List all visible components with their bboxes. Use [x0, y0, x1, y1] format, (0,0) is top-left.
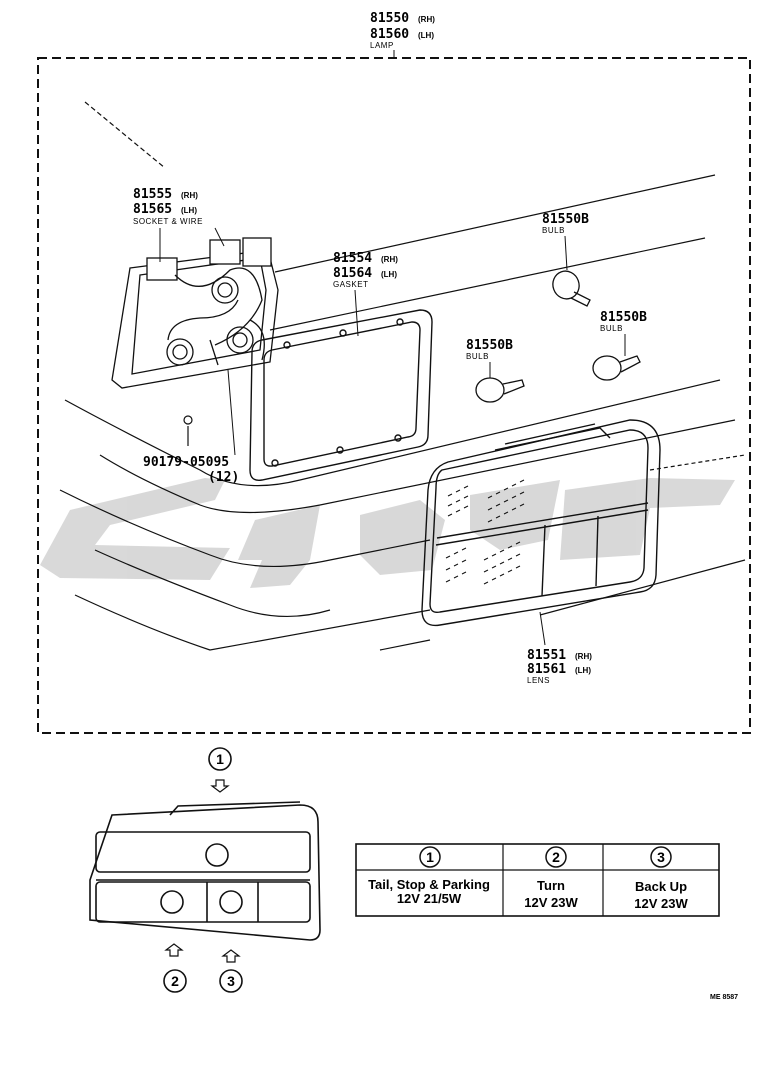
- table-cell-watt-1: 12V 21/5W: [397, 891, 462, 906]
- assembly-border: [37, 57, 751, 734]
- gasket: [249, 309, 433, 481]
- socket-pn-lh: 81565: [133, 202, 172, 217]
- socket-and-wire-assembly: [111, 237, 279, 389]
- gasket-lh: (LH): [381, 270, 397, 279]
- bulb-1: [552, 270, 591, 307]
- screw-qty: (12): [208, 470, 239, 485]
- socket-name: SOCKET & WIRE: [133, 217, 203, 226]
- screw-pn: 90179-05095: [143, 455, 229, 470]
- bulb-3-pn: 81550B: [466, 338, 513, 353]
- lens: [421, 419, 661, 627]
- gasket-pn-rh: 81554: [333, 251, 372, 266]
- bulb-3-label: 81550B BULB: [466, 338, 513, 378]
- diagram-code: ME 8587: [710, 994, 738, 1001]
- bulb-3-name: BULB: [466, 352, 489, 361]
- lens-name: LENS: [527, 676, 550, 685]
- socket-label: 81555 (RH) 81565 (LH) SOCKET & WIRE: [133, 187, 225, 262]
- bulb-2: [592, 355, 641, 381]
- position-3-number: 3: [227, 973, 235, 989]
- bulb-2-label: 81550B BULB: [600, 310, 647, 356]
- lamp-name: LAMP: [370, 41, 394, 50]
- table-cell-watt-3: 12V 23W: [634, 896, 688, 911]
- lens-rh: (RH): [575, 652, 592, 661]
- position-markers: 1 2 3: [163, 747, 243, 993]
- lamp-pn-lh: 81560: [370, 27, 409, 42]
- bulb-3: [475, 377, 525, 403]
- gasket-rh: (RH): [381, 255, 398, 264]
- lamp-pn-rh: 81550: [370, 11, 409, 26]
- table-cell-back-up: Back Up: [635, 879, 687, 894]
- bulb-1-label: 81550B BULB: [542, 212, 589, 271]
- table-header-1: 1: [426, 849, 434, 865]
- watermark-logo: [40, 478, 735, 588]
- bulb-1-name: BULB: [542, 226, 565, 235]
- body-panel-lines: [59, 101, 746, 651]
- table-cell-tail-stop-parking: Tail, Stop & Parking: [368, 877, 490, 892]
- socket-lh: (LH): [181, 206, 197, 215]
- bulb-2-name: BULB: [600, 324, 623, 333]
- lamp-label: 81550 (RH) 81560 (LH) LAMP: [370, 11, 435, 58]
- lens-pn-rh: 81551: [527, 648, 566, 663]
- lamp-rh: (RH): [418, 15, 435, 24]
- bulb-1-pn: 81550B: [542, 212, 589, 227]
- position-2-number: 2: [171, 973, 179, 989]
- bulb-spec-table: 1 2 3 Tail, Stop & Parking Turn Back Up …: [355, 843, 720, 917]
- gasket-name: GASKET: [333, 280, 368, 289]
- gasket-label: 81554 (RH) 81564 (LH) GASKET: [333, 251, 398, 337]
- table-header-3: 3: [657, 849, 665, 865]
- screw-label: 90179-05095 (12): [143, 369, 239, 485]
- table-cell-turn: Turn: [537, 878, 565, 893]
- table-header-2: 2: [552, 849, 560, 865]
- lens-label: 81551 (RH) 81561 (LH) LENS: [527, 611, 592, 685]
- bulb-position-diagram: [89, 801, 321, 941]
- table-cell-watt-2: 12V 23W: [524, 895, 578, 910]
- lamp-lh: (LH): [418, 31, 434, 40]
- screw: [183, 415, 193, 446]
- lens-lh: (LH): [575, 666, 591, 675]
- socket-rh: (RH): [181, 191, 198, 200]
- gasket-pn-lh: 81564: [333, 266, 372, 281]
- position-1-number: 1: [216, 751, 224, 767]
- socket-pn-rh: 81555: [133, 187, 172, 202]
- bulb-2-pn: 81550B: [600, 310, 647, 325]
- lens-pattern: [445, 479, 525, 585]
- lens-pn-lh: 81561: [527, 662, 566, 677]
